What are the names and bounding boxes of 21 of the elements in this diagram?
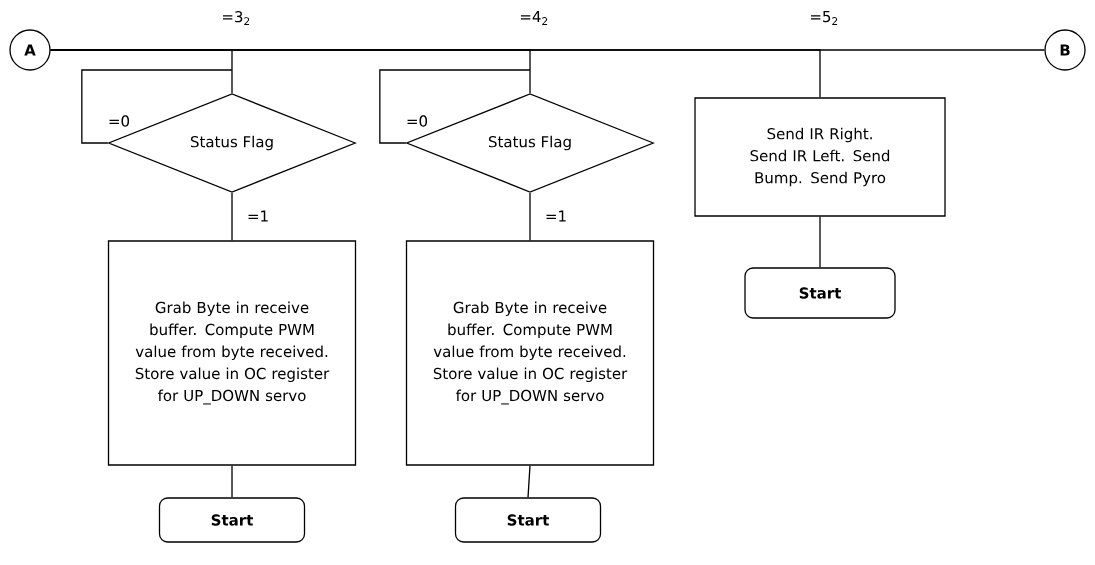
connector-line [379,69,531,144]
edge-label: =1 [543,209,569,223]
connector-line [231,465,233,498]
process-box: Grab Byte in receive buffer. Compute PWM value from byte received. Store value in OC register for UP_DOWN servo [405,240,655,466]
edge-label: =0 [404,114,430,128]
terminal-box: Start [744,267,896,319]
connector-line [529,192,531,241]
edge-label: =1 [245,209,271,223]
connector-line [231,192,233,241]
edge-label: =3$_{2}$ [220,10,252,26]
connector-line [50,49,821,98]
terminal-box: Start [158,497,306,543]
edge-label: =4$_{2}$ [518,10,550,26]
edge-label: =5$_{2}$ [808,10,840,26]
terminal-box: Start [454,497,602,543]
connector-line [527,465,531,498]
connector-line [819,216,821,268]
process-box: Grab Byte in receive buffer. Compute PWM value from byte received. Store value in OC register for UP_DOWN servo [107,240,357,466]
edge-label: =0 [106,114,132,128]
process-box: Send IR Right. Send IR Left. Send Bump. Send Pyro [694,97,946,217]
connector-line [81,69,233,144]
